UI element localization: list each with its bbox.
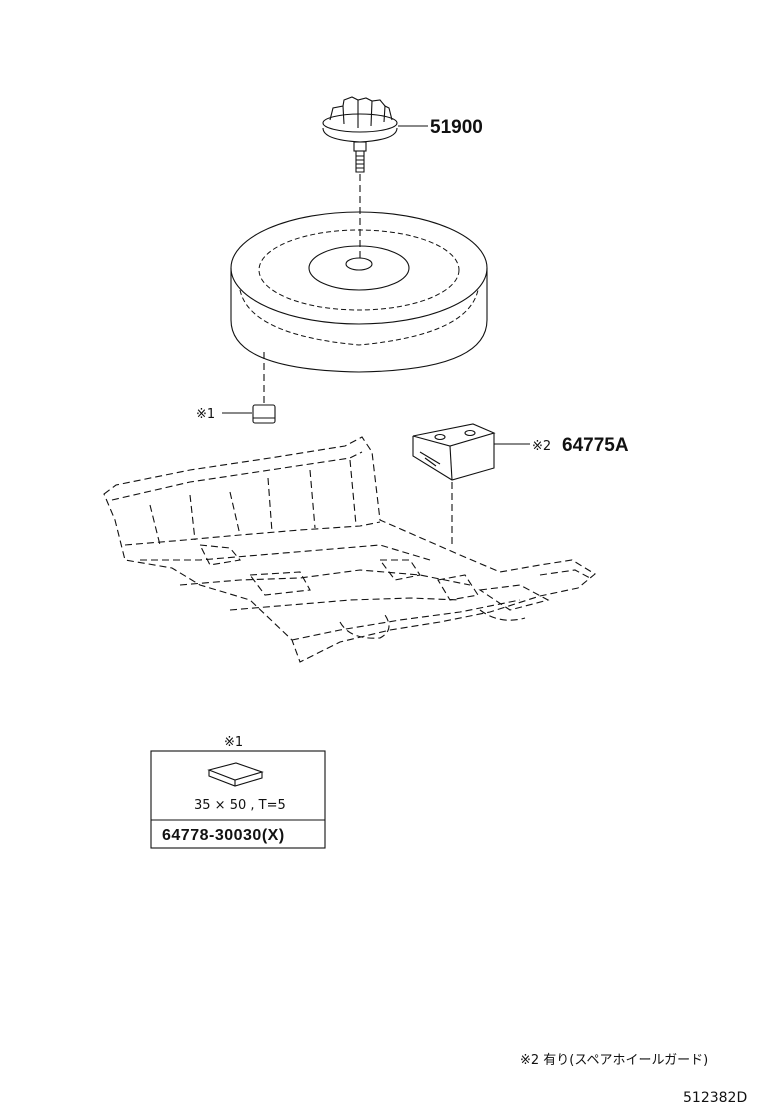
floor-pan — [103, 436, 596, 663]
detail-box-marker: ※1 — [224, 735, 243, 750]
spacer-pad-illustration — [207, 762, 264, 787]
spare-tire — [230, 211, 488, 373]
detail-part-number: 64778-30030(X) — [162, 827, 285, 844]
detail-box: ※1 35 × 50 , T=5 64778-30030(X) — [150, 735, 326, 849]
part-number-51900: 51900 — [430, 117, 483, 138]
wheel-guard-marker: ※2 — [532, 439, 551, 454]
detail-dimensions: 35 × 50 , T=5 — [194, 798, 286, 813]
footnote: ※2 有り(スペアホイールガード) — [520, 1053, 708, 1068]
hold-down-clamp: 51900 — [322, 96, 483, 173]
part-number-64775A: 64775A — [562, 435, 629, 456]
diagram-code: 512382D — [683, 1090, 747, 1106]
spacer-marker: ※1 — [196, 407, 215, 422]
spacer-pad: ※1 — [196, 404, 276, 424]
spare-wheel-guard: ※2 64775A — [412, 423, 629, 481]
